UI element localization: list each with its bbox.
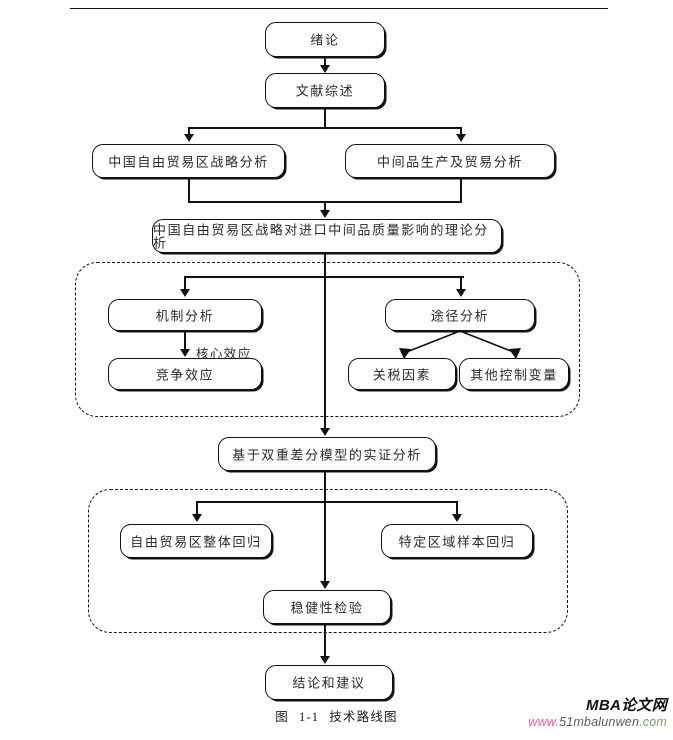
caption-title: 技术路线图: [329, 710, 398, 724]
arrowhead: [192, 514, 202, 522]
node-ftz-strategy-analysis[interactable]: 中国自由贸易区战略分析: [92, 144, 285, 178]
arrowhead: [184, 134, 194, 142]
node-robustness-test[interactable]: 稳健性检验: [263, 590, 391, 624]
node-theoretical-analysis[interactable]: 中国自由贸易区战略对进口中间品质量影响的理论分析: [152, 219, 502, 253]
node-other-control-variables[interactable]: 其他控制变量: [459, 358, 569, 390]
connector-to-path: [460, 276, 462, 290]
node-label: 关税因素: [372, 367, 432, 382]
connector-to-mechanism: [184, 276, 186, 290]
node-label: 稳健性检验: [290, 600, 364, 615]
node-ftz-overall-regression[interactable]: 自由贸易区整体回归: [120, 524, 272, 558]
connector-ftz-down: [188, 178, 190, 202]
connector-merge-down: [324, 201, 326, 213]
watermark-url: www.51mbalunwen.com: [528, 714, 667, 729]
node-conclusion-suggestions[interactable]: 结论和建议: [265, 665, 393, 700]
node-label: 机制分析: [155, 308, 215, 323]
watermark-brand: MBA论文网: [586, 697, 667, 714]
node-specific-region-regression[interactable]: 特定区域样本回归: [381, 524, 533, 558]
arrowhead: [456, 134, 466, 142]
connector-empirical-to-robustness: [324, 501, 326, 581]
node-tariff-factor[interactable]: 关税因素: [348, 358, 456, 390]
watermark: MBA论文网 www.51mbalunwen.com: [528, 698, 667, 729]
node-competition-effect[interactable]: 竞争效应: [108, 358, 262, 390]
arrowhead: [320, 581, 330, 589]
node-literature-review[interactable]: 文献综述: [265, 73, 385, 108]
arrowhead: [320, 428, 330, 436]
arrowhead: [320, 210, 330, 218]
arrowhead: [320, 656, 330, 664]
header-rule: [70, 8, 608, 9]
node-introduction[interactable]: 绪论: [265, 22, 385, 57]
connector-review-split: [188, 127, 462, 129]
arrowhead: [180, 349, 190, 357]
connector-to-overall-regression: [196, 501, 198, 515]
connector-mechanism-to-competition: [184, 331, 186, 350]
connector-to-intermediate: [460, 127, 462, 136]
watermark-url-tld: .com: [639, 714, 667, 729]
arrowhead: [180, 289, 190, 297]
node-mechanism-analysis[interactable]: 机制分析: [108, 299, 262, 331]
arrowhead: [456, 289, 466, 297]
caption-prefix: 图: [275, 710, 289, 724]
node-label: 结论和建议: [292, 675, 366, 691]
connector-path-to-children: [399, 330, 521, 359]
watermark-url-domain: 51mbalunwen: [559, 714, 640, 729]
connector-intro-to-review: [324, 57, 326, 67]
edge-label-core-effect: 核心效应: [196, 347, 252, 361]
connector-theory-to-empirical: [324, 276, 326, 428]
connector-theory-down: [324, 253, 326, 278]
node-label: 中国自由贸易区战略对进口中间品质量影响的理论分析: [153, 222, 489, 251]
connector-review-down: [324, 108, 326, 128]
connector-intermediate-down: [460, 178, 462, 202]
node-label: 自由贸易区整体回归: [130, 534, 262, 549]
theory-analysis-group: [75, 262, 580, 417]
connector-robustness-to-conclusion: [324, 624, 326, 656]
node-label: 文献综述: [295, 83, 355, 99]
node-did-empirical-analysis[interactable]: 基于双重差分模型的实证分析: [218, 437, 436, 471]
figure-caption: 图 1-1 技术路线图: [0, 706, 673, 725]
node-label: 基于双重差分模型的实证分析: [232, 447, 422, 462]
node-label: 其他控制变量: [470, 367, 558, 382]
node-path-analysis[interactable]: 途径分析: [385, 299, 535, 331]
node-label: 特定区域样本回归: [398, 534, 516, 549]
arrowhead: [320, 65, 330, 73]
empirical-analysis-group: [88, 489, 568, 633]
connector-empirical-down: [324, 471, 326, 503]
connector-group2-split: [196, 501, 457, 503]
watermark-url-www: www.: [528, 714, 560, 729]
node-intermediate-goods-analysis[interactable]: 中间品生产及贸易分析: [345, 144, 555, 178]
connector-to-region-regression: [456, 501, 458, 515]
connector-to-ftz: [188, 127, 190, 136]
node-label: 中间品生产及贸易分析: [376, 154, 523, 169]
caption-number: 1-1: [298, 710, 320, 724]
node-label: 途径分析: [430, 308, 490, 323]
node-label: 绪论: [310, 32, 340, 48]
node-label: 竞争效应: [155, 367, 215, 382]
arrowhead: [452, 514, 462, 522]
node-label: 中国自由贸易区战略分析: [108, 154, 269, 169]
